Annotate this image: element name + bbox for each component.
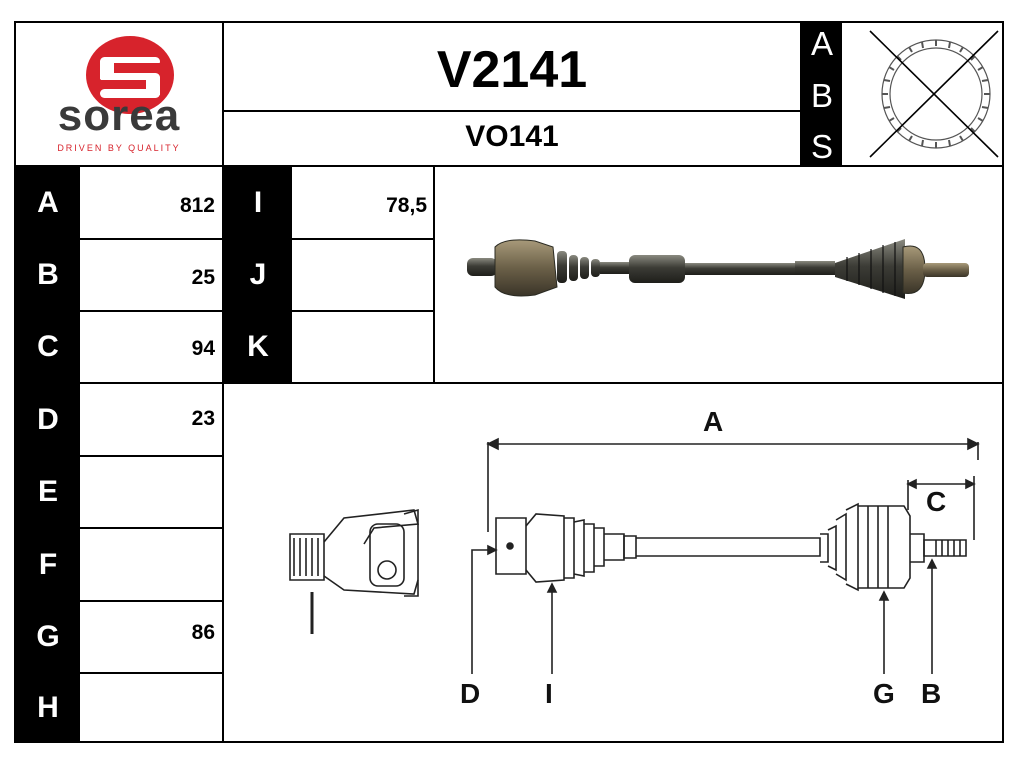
- drive-shaft-photo-icon: [467, 239, 969, 299]
- spec-label-i: I: [224, 167, 292, 238]
- spec-value-g: 86: [191, 621, 215, 644]
- grid-line: [433, 165, 435, 384]
- diagram-label-g: G: [873, 678, 895, 709]
- abs-label-block: [801, 23, 842, 165]
- diagram-label-i: I: [545, 678, 553, 709]
- drive-shaft-diagram-icon: [289, 437, 980, 674]
- brand-name: sorea: [57, 91, 181, 140]
- spec-value-i: 78,5: [386, 194, 427, 217]
- spec-value-a: 812: [179, 194, 215, 217]
- abs-letter-a: A: [810, 25, 833, 62]
- abs-letter-s: S: [810, 128, 833, 165]
- grid-line: [222, 110, 800, 112]
- diagram-label-c: C: [926, 486, 947, 517]
- abs-ring-area: [842, 23, 1002, 165]
- grid-line: [222, 382, 1004, 384]
- brand-logo: [16, 23, 222, 165]
- spec-value-c: 94: [191, 337, 215, 360]
- grid-line: [14, 600, 224, 602]
- spec-label-k: K: [224, 312, 292, 382]
- grid-line: [14, 672, 224, 674]
- sorea-logo-icon: [86, 36, 174, 114]
- spec-label-f: F: [16, 529, 80, 600]
- product-photo: [435, 167, 1002, 382]
- spec-label-h: H: [16, 674, 80, 741]
- spec-label-g: G: [16, 602, 80, 672]
- grid-line: [14, 382, 224, 384]
- grid-line: [14, 455, 224, 457]
- diagram-label-a: A: [703, 406, 724, 437]
- spec-value-b: 25: [191, 266, 215, 289]
- grid-line: [14, 238, 434, 240]
- grid-line: [14, 527, 224, 529]
- grid-line: [14, 165, 1004, 167]
- diagram-label-b: B: [921, 678, 942, 709]
- spec-label-j: J: [224, 240, 292, 310]
- abs-letter-b: B: [810, 77, 833, 114]
- technical-diagram: [224, 384, 1002, 741]
- part-number: V2141: [436, 41, 588, 99]
- spec-label-d: D: [16, 384, 80, 455]
- diagram-label-d: D: [460, 678, 481, 709]
- spec-label-c: C: [16, 312, 80, 382]
- spec-label-e: E: [16, 457, 80, 527]
- abs-ring-crossed-icon: [869, 30, 999, 158]
- grid-line: [14, 310, 434, 312]
- spec-value-d: 23: [191, 407, 215, 430]
- sub-code: VO141: [465, 120, 559, 153]
- spec-label-b: B: [16, 240, 80, 310]
- spec-label-a: A: [16, 167, 80, 238]
- brand-tagline: DRIVEN BY QUALITY: [57, 143, 181, 153]
